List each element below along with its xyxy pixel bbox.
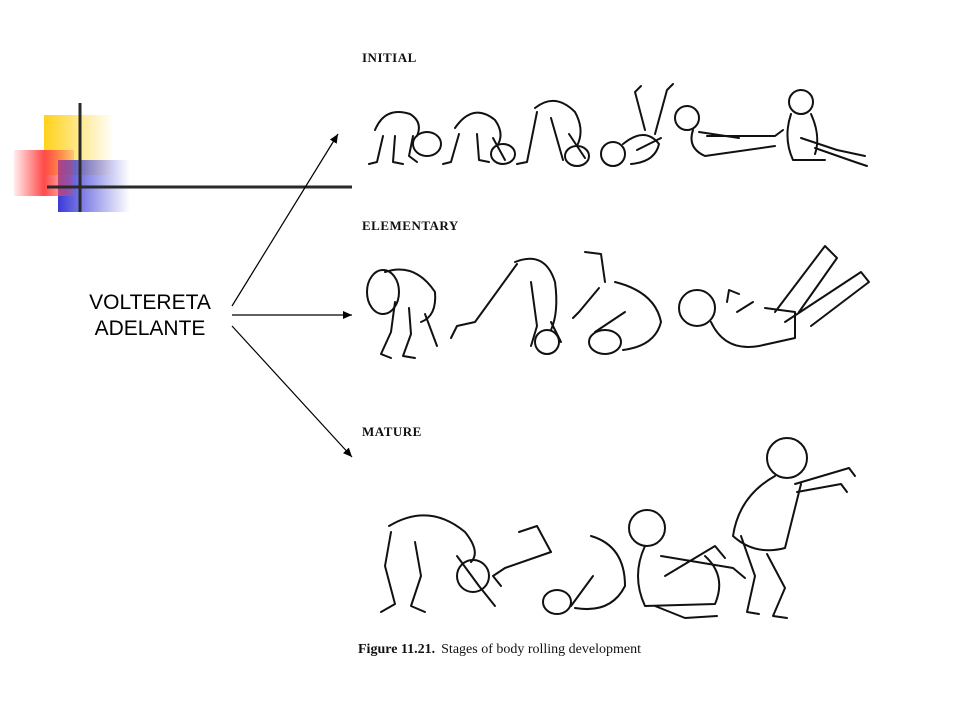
initial-figure-5: [674, 105, 784, 157]
stage-title-initial: INITIAL: [362, 50, 417, 65]
stage-title-mature: MATURE: [362, 424, 422, 439]
initial-figure-3: [516, 100, 590, 167]
mature-stage-figures: [380, 437, 856, 619]
initial-stage-figures: [368, 83, 868, 167]
caption-text: Stages of body rolling development: [441, 642, 641, 657]
caption-number: Figure 11.21.: [358, 642, 436, 657]
elementary-figure-1: [366, 268, 438, 359]
mature-figure-2: [492, 525, 626, 615]
red-square: [14, 150, 74, 196]
figure-caption: Figure 11.21. Stages of body rolling deve…: [358, 642, 641, 658]
elementary-figure-4: [678, 245, 870, 348]
mature-figure-1: [380, 514, 496, 613]
mature-figure-4: [732, 437, 856, 619]
main-label: VOLTERETA ADELANTE: [70, 290, 230, 342]
initial-figure-2: [442, 111, 516, 165]
initial-figure-1: [368, 111, 442, 165]
initial-figure-4: [600, 83, 674, 167]
elementary-stage-figures: [366, 245, 870, 359]
elementary-figure-2: [450, 257, 562, 355]
initial-figure-6: [786, 89, 868, 167]
main-label-line2: ADELANTE: [94, 317, 206, 340]
arrow-to-mature: [231, 325, 353, 458]
mature-figure-3: [628, 509, 746, 619]
stage-title-elementary: ELEMENTARY: [362, 218, 459, 233]
main-label-line1: VOLTERETA: [89, 291, 211, 314]
decorative-corner-squares: [14, 103, 352, 212]
elementary-figure-3: [572, 251, 662, 355]
